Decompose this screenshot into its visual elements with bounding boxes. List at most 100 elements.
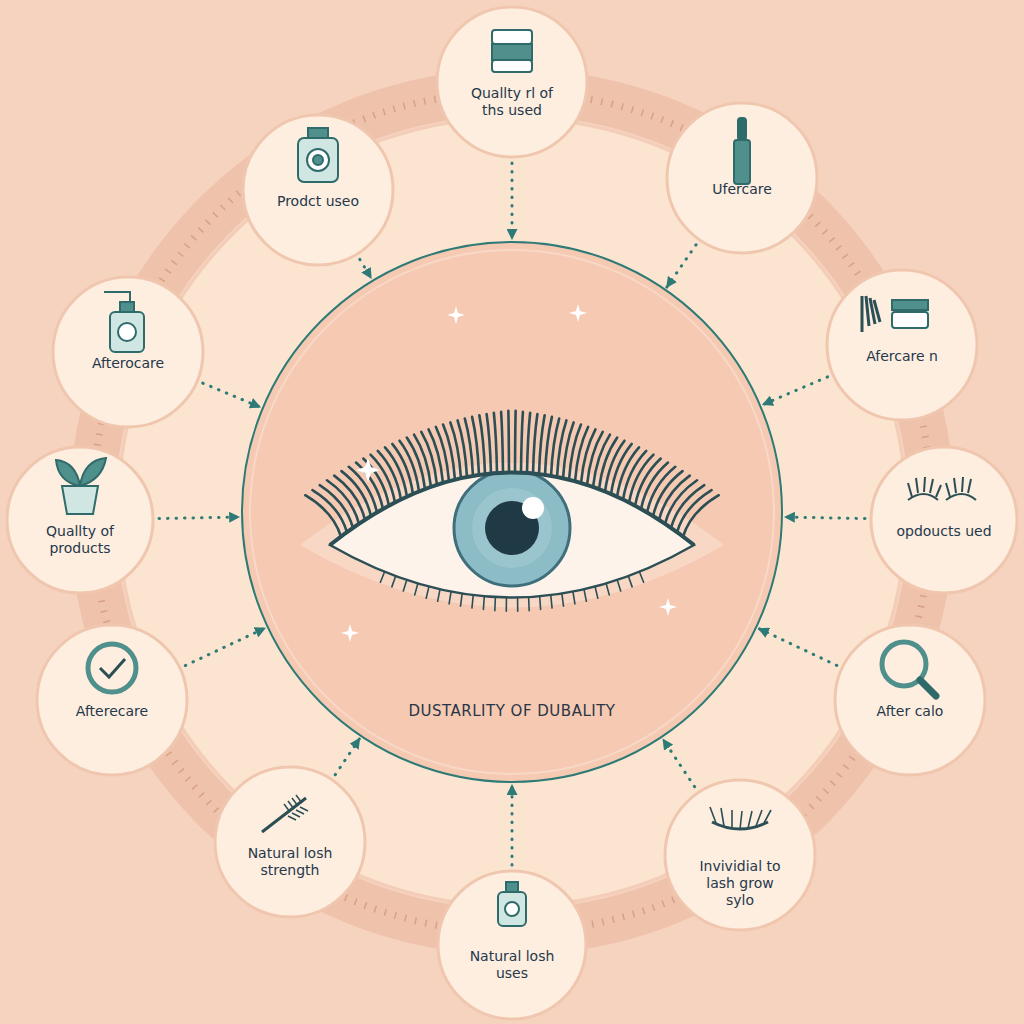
dotted-arrow (763, 377, 828, 405)
sparkles (341, 304, 677, 642)
factor-label: Afterocare (80, 355, 176, 372)
eye-illustration (617, 447, 639, 496)
eye-illustration (312, 490, 346, 532)
sparkles (356, 458, 380, 482)
eye-illustration (392, 444, 413, 494)
eye-illustration (494, 597, 496, 611)
bottle-icon (298, 138, 338, 182)
eye-illustration (465, 419, 473, 476)
small-circle-grounds (871, 447, 1017, 593)
factor-circle: Natural losh strength (215, 767, 365, 917)
eye-illustration (305, 411, 719, 611)
eye-illustration (677, 490, 711, 532)
factor-label: Afercare n (854, 348, 950, 365)
serum-bottle-icon (505, 902, 519, 916)
factor-circle: After calo (835, 625, 985, 775)
serum-bottle-icon (506, 882, 518, 892)
eye-illustration (639, 572, 643, 583)
eye-illustration (606, 583, 609, 594)
eye-illustration (479, 415, 485, 474)
factor-circle: opdoucts ued (871, 447, 1017, 593)
check-icon (88, 644, 136, 692)
small-circle-grounds (665, 780, 815, 930)
lash-jar-icon (892, 312, 928, 328)
bottle-icon (307, 149, 329, 171)
eye-illustration (683, 495, 719, 536)
small-circle-grounds (667, 103, 817, 253)
eye-illustration (671, 485, 704, 528)
dotted-arrow (335, 739, 359, 775)
eye-illustration (461, 594, 463, 607)
lash-icon (710, 807, 771, 829)
factor-circle: Quallty of products (7, 447, 153, 593)
eye-illustration (458, 420, 467, 477)
plant-icon (56, 458, 106, 514)
factor-circle: Ufercare (667, 103, 817, 253)
eye-illustration (392, 576, 396, 587)
eye-illustration (527, 413, 530, 473)
eye-illustration (605, 441, 624, 492)
background-rings (250, 250, 774, 774)
dotted-arrow (667, 245, 696, 287)
dotted-arrow (759, 629, 837, 666)
eye-illustration (349, 467, 377, 513)
eye-illustration (403, 580, 406, 591)
eye-illustration (635, 459, 661, 506)
small-circle-grounds (37, 625, 187, 775)
lash-strip-icon (946, 494, 976, 500)
eye-illustration (426, 587, 429, 599)
factor-circle: Afercare n (827, 270, 977, 420)
factor-label: opdoucts ued (896, 523, 992, 540)
bottle-icon (313, 155, 323, 165)
eye-illustration (611, 444, 632, 494)
small-circle-grounds (437, 7, 587, 157)
jar-icon (492, 44, 532, 60)
dotted-arrow (159, 517, 239, 518)
bottle-icon (308, 128, 328, 138)
eye-illustration (300, 411, 724, 611)
eye-illustration (449, 592, 451, 604)
eye-illustration (330, 473, 694, 546)
eye-illustration (628, 576, 632, 587)
eye-illustration (505, 597, 507, 611)
magnifier-icon (920, 680, 936, 696)
eye-illustration (320, 485, 353, 528)
sparkles (447, 306, 465, 324)
check-icon (88, 644, 136, 692)
eye-illustration (380, 572, 384, 583)
factor-label: Afterecare (64, 703, 160, 720)
eye-illustration (623, 451, 646, 500)
eye-illustration (551, 595, 552, 608)
background-rings (92, 92, 932, 932)
lash-strip-icon (908, 477, 941, 497)
spoolie-icon (262, 798, 306, 832)
eye-illustration (617, 580, 620, 591)
plant-icon (62, 486, 98, 514)
lash-jar-icon (892, 300, 928, 310)
magnifier-icon (882, 642, 936, 696)
eye-illustration (371, 455, 395, 503)
serum-bottle-icon (498, 892, 526, 926)
pump-bottle-icon (104, 292, 144, 352)
mascara-icon (734, 118, 750, 184)
small-circle-grounds (827, 270, 977, 420)
eye-illustration (539, 596, 542, 609)
small-circle-grounds (438, 871, 586, 1019)
eye-illustration (327, 480, 359, 523)
eye-illustration (539, 415, 545, 474)
eye-illustration (385, 447, 407, 496)
small-circle-grounds (7, 7, 1017, 1019)
eye-illustration (507, 411, 510, 473)
eye-illustration (407, 438, 425, 489)
sparkles (341, 624, 359, 642)
eye-illustration (415, 583, 418, 594)
plant-icon (56, 460, 80, 486)
factor-circle: Afterocare (53, 277, 203, 427)
background-rings (92, 92, 932, 932)
factor-circle: Natural losh uses (438, 871, 586, 1019)
lash-icon (710, 807, 771, 829)
jar-icon (492, 30, 532, 44)
